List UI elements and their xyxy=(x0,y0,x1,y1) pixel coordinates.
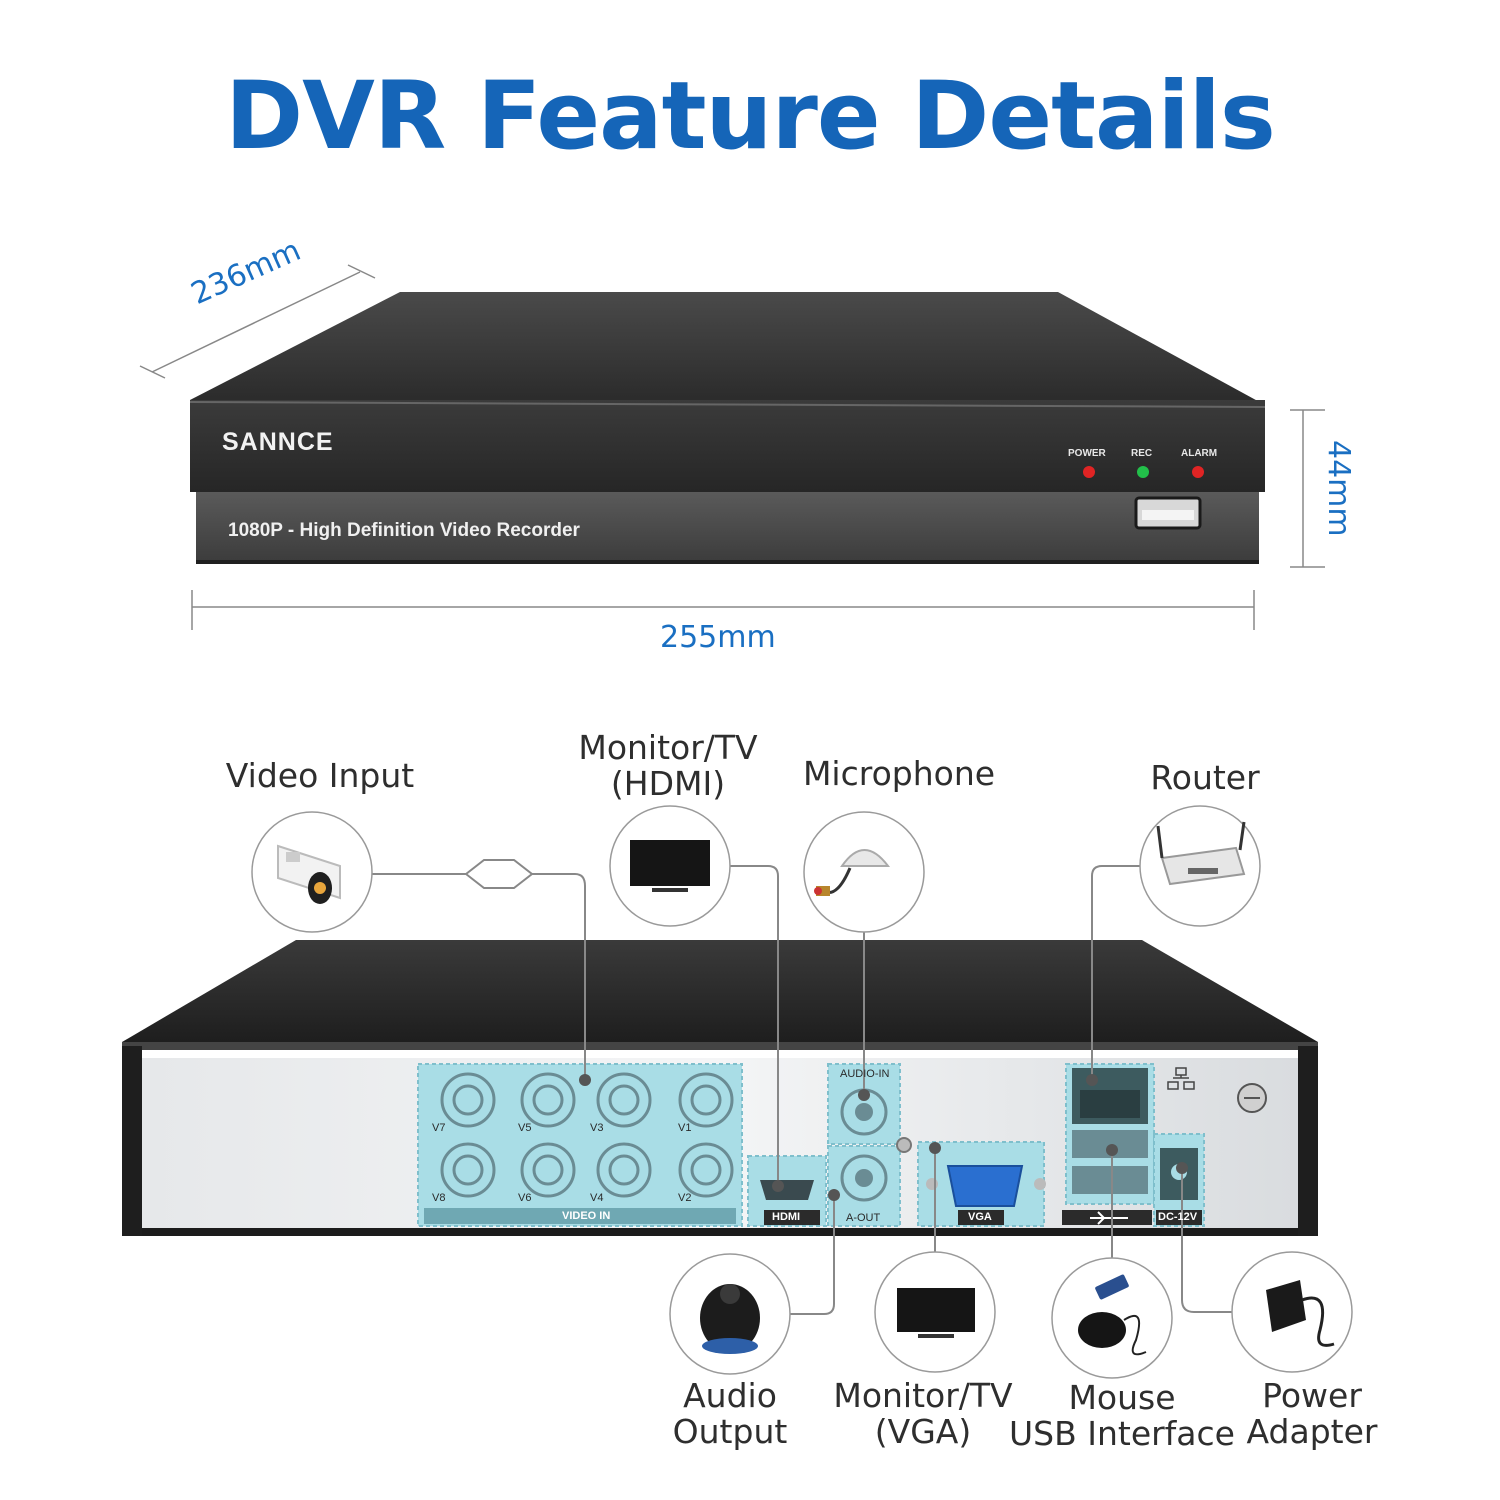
hdmi-monitor-label-line2: (HDMI) xyxy=(610,763,726,803)
dimension-lines xyxy=(139,264,1325,630)
power-adapter-label-line2: Adapter xyxy=(1246,1411,1378,1451)
alarm-led-label: ALARM xyxy=(1181,448,1218,459)
audio-in-label: AUDIO-IN xyxy=(840,1068,890,1080)
brand-logo: SANNCE xyxy=(222,428,334,456)
audio-out-label: A-OUT xyxy=(846,1212,881,1224)
network-icon xyxy=(1167,1067,1195,1090)
rec-led-label: REC xyxy=(1131,448,1153,459)
channel-label-v5: V5 xyxy=(518,1122,532,1134)
video-input-label: Video Input xyxy=(225,756,415,795)
monitor-vga-icon xyxy=(897,1288,975,1338)
power-adapter-label: Power Adapter xyxy=(1232,1378,1392,1449)
vga-monitor-label: Monitor/TV (VGA) xyxy=(818,1378,1028,1449)
usb-interface-label-line1: Mouse xyxy=(1068,1378,1176,1417)
hdmi-label: HDMI xyxy=(772,1211,801,1223)
microphone-label: Microphone xyxy=(802,754,996,793)
power-led-label: POWER xyxy=(1068,448,1106,459)
page-title: DVR Feature Details xyxy=(225,62,1276,171)
audio-output-label: Audio Output xyxy=(630,1378,830,1449)
front-usb-port xyxy=(1134,496,1202,530)
monitor-hdmi-icon xyxy=(630,840,710,892)
hdmi-monitor-label-line1: Monitor/TV xyxy=(578,728,758,767)
bnc-connectors xyxy=(440,1072,734,1198)
alarm-led xyxy=(1192,466,1204,478)
channel-label-v4: V4 xyxy=(590,1192,604,1204)
channel-label-v1: V1 xyxy=(678,1122,692,1134)
audio-output-label-line1: Audio xyxy=(683,1376,777,1415)
channel-label-v7: V7 xyxy=(432,1122,446,1134)
power-adapter-icon xyxy=(1266,1280,1335,1347)
microphone-icon xyxy=(814,849,891,896)
connector-lines xyxy=(372,859,1232,1315)
vga-label: VGA xyxy=(968,1211,992,1223)
camera-icon xyxy=(277,844,341,904)
router-label: Router xyxy=(1150,758,1260,797)
power-led xyxy=(1083,466,1095,478)
dvr-rear-view xyxy=(122,940,1318,1236)
audio-output-label-line2: Output xyxy=(672,1411,788,1451)
router-icon xyxy=(1156,821,1246,886)
usb-interface-label: Mouse USB Interface xyxy=(1000,1380,1244,1451)
dc-power-label: DC-12V xyxy=(1158,1211,1198,1223)
channel-label-v6: V6 xyxy=(518,1192,532,1204)
usb-interface-label-line2: USB Interface xyxy=(1009,1413,1235,1453)
rec-led xyxy=(1137,466,1149,478)
channel-label-v3: V3 xyxy=(590,1122,604,1134)
connector-dots xyxy=(579,1074,1188,1201)
dvr-front-view xyxy=(189,292,1266,564)
model-text: 1080P - High Definition Video Recorder xyxy=(228,520,580,541)
width-label: 255mm xyxy=(660,620,776,655)
speaker-icon xyxy=(700,1284,760,1354)
usb-port-2 xyxy=(1072,1166,1148,1194)
vga-monitor-label-line2: (VGA) xyxy=(874,1411,972,1451)
hdmi-monitor-label: Monitor/TV (HDMI) xyxy=(548,730,788,801)
vga-monitor-label-line1: Monitor/TV xyxy=(833,1376,1013,1415)
video-in-label: VIDEO IN xyxy=(562,1210,611,1222)
height-label: 44mm xyxy=(1321,440,1356,537)
mouse-usb-icon xyxy=(1078,1274,1147,1356)
power-adapter-label-line1: Power xyxy=(1262,1376,1362,1415)
channel-label-v2: V2 xyxy=(678,1192,692,1204)
channel-label-v8: V8 xyxy=(432,1192,446,1204)
